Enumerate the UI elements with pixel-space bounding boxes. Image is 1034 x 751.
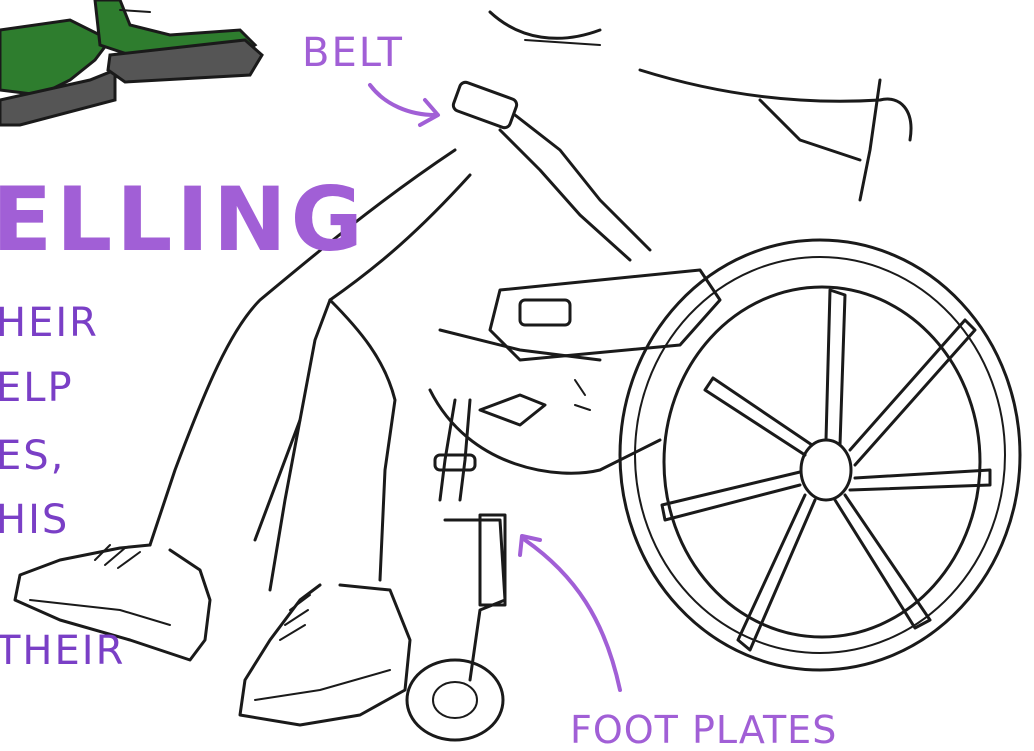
foot-plates-label: FOOT PLATES xyxy=(570,708,837,751)
side-text-line: ELP xyxy=(0,365,74,411)
cropped-right-text xyxy=(1018,318,1034,718)
top-shoes-drawing xyxy=(0,0,262,125)
side-text-line: ES, xyxy=(0,433,65,479)
rear-wheel-drawing xyxy=(620,240,1020,670)
section-heading: ELLING xyxy=(0,168,367,271)
belt-label: BELT xyxy=(302,30,404,76)
wheelchair-frame-drawing xyxy=(407,81,720,740)
side-text-line: THEIR xyxy=(0,628,125,674)
person-legs-drawing xyxy=(15,12,911,725)
side-text-line: HEIR xyxy=(0,300,99,346)
side-text-line: HIS xyxy=(0,497,69,543)
